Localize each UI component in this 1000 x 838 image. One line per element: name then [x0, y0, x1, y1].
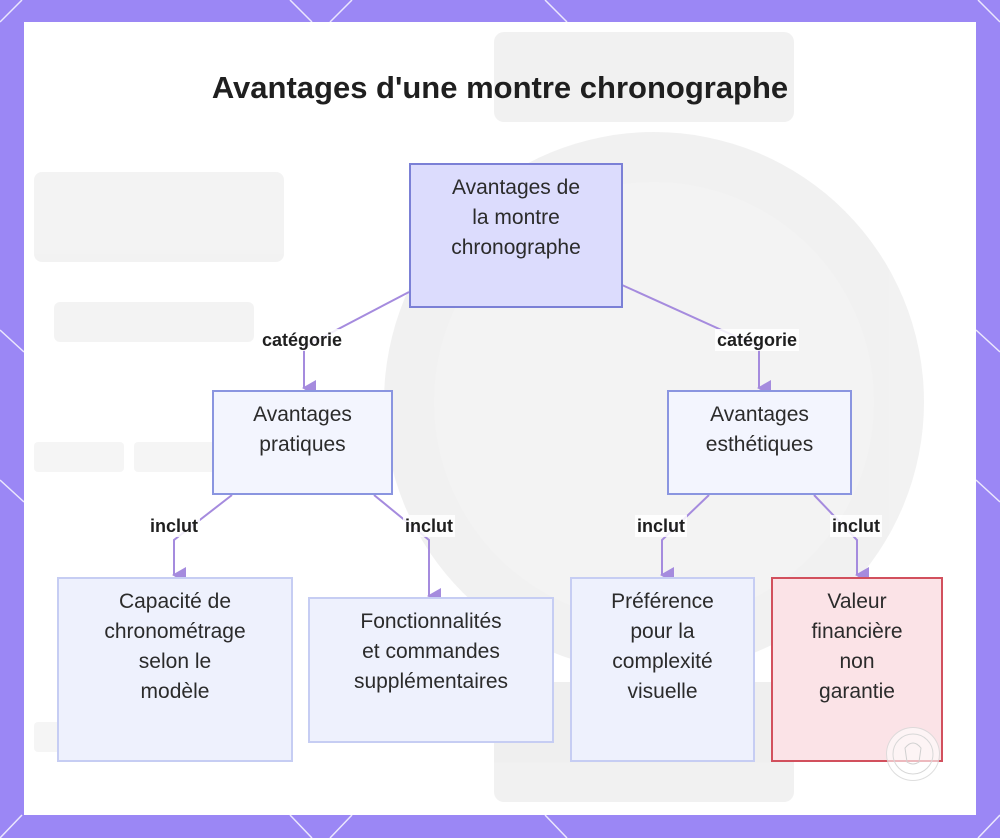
- node-value-line: non: [839, 650, 875, 673]
- node-complexity-line: visuelle: [627, 680, 698, 703]
- edge-label-categorie-right: catégorie: [714, 329, 800, 351]
- node-features-line: Fonctionnalités: [360, 610, 502, 633]
- edge-practical-features: [373, 494, 441, 604]
- node-practical-line: pratiques: [259, 433, 346, 456]
- node-timing-line: chronométrage: [104, 620, 246, 643]
- node-timing-line: modèle: [140, 680, 210, 703]
- edge-aesthetic-complexity: [660, 494, 710, 583]
- node-complexity-line: pour la: [630, 620, 695, 643]
- node-root-line: la montre: [472, 206, 560, 229]
- edge-label-inclut-1: inclut: [148, 515, 200, 537]
- node-complexity-line: complexité: [612, 650, 713, 673]
- node-value-line: financière: [811, 620, 903, 643]
- node-practical-line: Avantages: [253, 403, 352, 426]
- node-root-line: Avantages de: [451, 176, 581, 199]
- diagram-card: Avantages d'une montre chronographe caté…: [24, 22, 976, 815]
- node-timing: Capacité de chronométrage selon le modèl…: [57, 577, 293, 762]
- node-features: Fonctionnalités et commandes supplémenta…: [308, 597, 554, 743]
- node-value-line: garantie: [819, 680, 895, 703]
- edge-label-inclut-3: inclut: [635, 515, 687, 537]
- node-features-line: supplémentaires: [353, 670, 509, 693]
- edge-practical-timing: [172, 494, 233, 583]
- edge-aesthetic-value: [813, 494, 869, 583]
- node-aesthetic-line: Avantages: [710, 403, 809, 426]
- node-practical: Avantages pratiques: [212, 390, 393, 495]
- watch-brand-logo-icon: [886, 727, 940, 781]
- edge-label-inclut-4: inclut: [830, 515, 882, 537]
- edge-label-categorie-left: catégorie: [259, 329, 345, 351]
- node-complexity: Préférence pour la complexité visuelle: [570, 577, 755, 762]
- node-root: Avantages de la montre chronographe: [409, 163, 623, 308]
- node-root-line: chronographe: [451, 236, 581, 259]
- diagram-title: Avantages d'une montre chronographe: [211, 70, 789, 105]
- node-complexity-line: Préférence: [611, 590, 714, 613]
- node-aesthetic: Avantages esthétiques: [667, 390, 852, 495]
- node-aesthetic-line: esthétiques: [705, 433, 814, 456]
- node-value-line: Valeur: [827, 590, 887, 613]
- node-timing-line: Capacité de: [118, 590, 232, 613]
- node-features-line: et commandes: [362, 640, 500, 663]
- node-timing-line: selon le: [138, 650, 212, 673]
- edge-label-inclut-2: inclut: [403, 515, 455, 537]
